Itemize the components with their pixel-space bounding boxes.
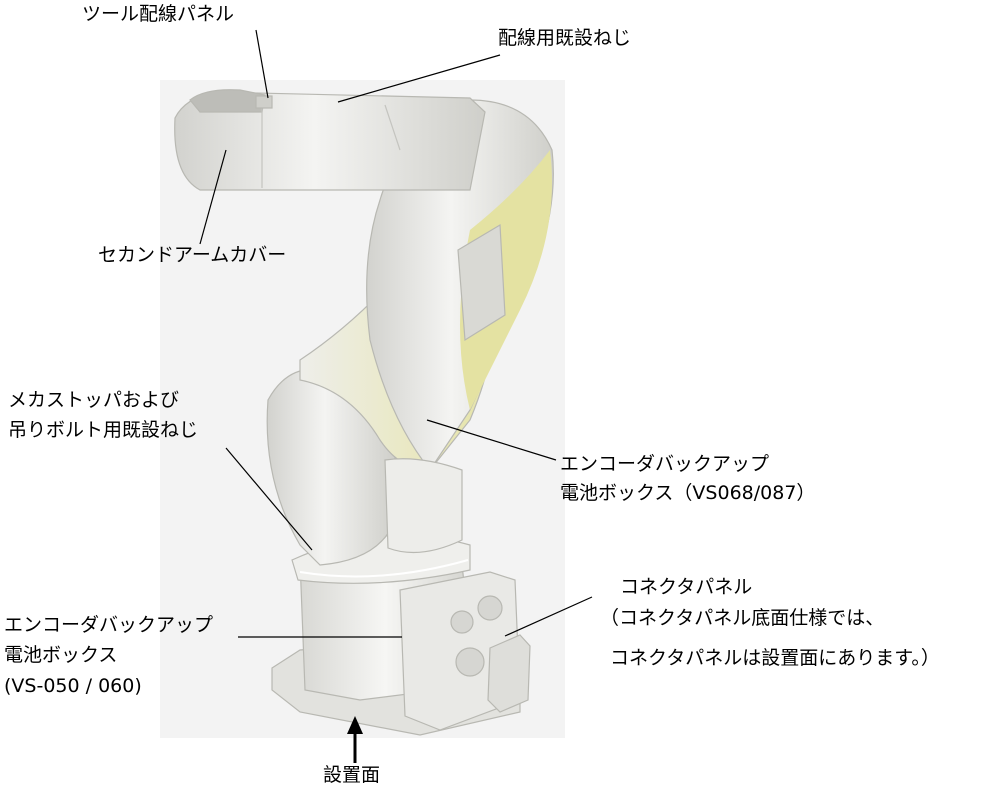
- label-connector-panel-line3: コネクタパネルは設置面にあります。）: [610, 647, 940, 669]
- leader-second-arm-cover: [199, 149, 227, 245]
- tool-wiring-panel-part: [255, 95, 273, 109]
- label-encoder-lower-line1: エンコーダバックアップ: [4, 614, 214, 636]
- label-encoder-lower-line2: 電池ボックス: [4, 644, 118, 666]
- label-connector-panel-line1: コネクタパネル: [620, 576, 753, 598]
- label-tool-wiring-panel: ツール配線パネル: [82, 3, 235, 25]
- label-mech-stopper-line1: メカストッパおよび: [8, 389, 180, 411]
- robot-mid-body: [384, 458, 463, 554]
- mounting-surface-arrow: [347, 716, 363, 763]
- leader-connector-panel: [504, 596, 593, 637]
- leader-wiring-screw: [337, 54, 501, 103]
- connector-plug-3: [455, 647, 485, 677]
- robot-elbow-window: [457, 223, 506, 342]
- label-encoder-lower-line3: (VS-050 / 060): [4, 675, 142, 697]
- robot-forearm: [174, 91, 486, 191]
- label-encoder-upper-line2: 電池ボックス（VS068/087）: [560, 482, 816, 504]
- connector-cable-head: [487, 634, 531, 713]
- leader-tool-wiring-panel: [255, 29, 269, 99]
- robot-elbow-yellow-face: [460, 150, 552, 410]
- label-mounting-surface: 設置面: [323, 764, 381, 786]
- label-encoder-upper-line1: エンコーダバックアップ: [560, 453, 770, 475]
- label-second-arm-cover: セカンドアームカバー: [98, 244, 287, 266]
- label-wiring-tapped-screw: 配線用既設ねじ: [498, 27, 632, 49]
- connector-plug-1: [450, 610, 474, 634]
- label-connector-panel-line2: （コネクタパネル底面仕様では、: [600, 607, 885, 629]
- label-mech-stopper-line2: 吊りボルト用既設ねじ: [8, 419, 199, 441]
- connector-plug-2: [477, 595, 503, 621]
- leader-lines: [199, 29, 593, 638]
- leader-encoder-upper: [426, 419, 557, 461]
- robot-arm-illustration: [174, 89, 554, 736]
- leader-mech-stopper: [225, 447, 313, 551]
